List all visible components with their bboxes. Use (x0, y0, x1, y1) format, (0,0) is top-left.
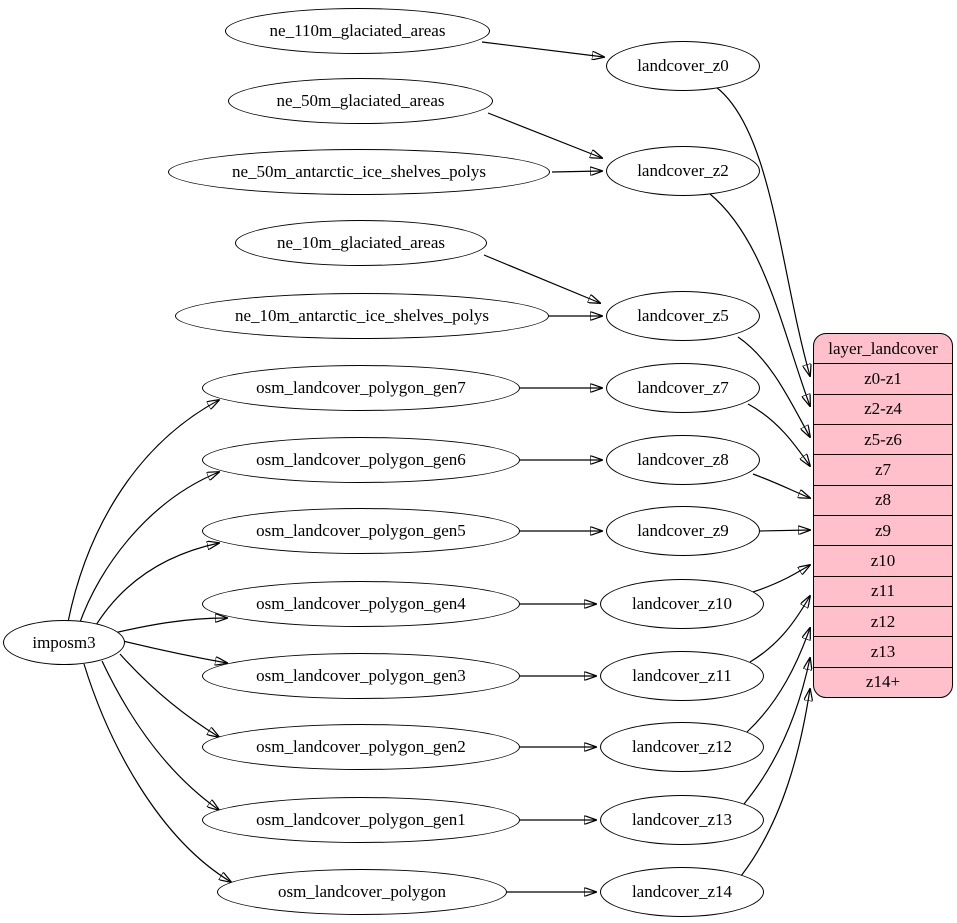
node-landcover-z11: landcover_z11 (600, 651, 764, 701)
node-landcover-z8: landcover_z8 (606, 435, 760, 485)
table-row-z2-z4: z2-z4 (814, 393, 952, 424)
node-ne-50m-antarctic-ice-shelves-polys: ne_50m_antarctic_ice_shelves_polys (168, 149, 550, 195)
table-row-z8: z8 (814, 484, 952, 515)
edge-landcover-z7-to-row-z7 (747, 403, 810, 466)
node-osm-landcover-polygon-gen6: osm_landcover_polygon_gen6 (202, 437, 520, 483)
node-landcover-z5: landcover_z5 (606, 291, 760, 341)
node-landcover-z0: landcover_z0 (606, 41, 760, 91)
edge-imposm3-to-osm-landcover-polygon-gen6 (78, 472, 219, 626)
table-row-z7: z7 (814, 454, 952, 484)
node-landcover-z14: landcover_z14 (600, 867, 764, 917)
table-row-z14plus: z14+ (814, 666, 952, 697)
node-landcover-z7: landcover_z7 (606, 363, 760, 413)
node-osm-landcover-polygon-gen1: osm_landcover_polygon_gen1 (202, 797, 520, 843)
edge-imposm3-to-osm-landcover-polygon-gen3 (122, 640, 227, 663)
edge-landcover-z14-to-row-z14plus (740, 689, 810, 877)
edge-imposm3-to-osm-landcover-polygon (83, 663, 231, 882)
node-landcover-z12: landcover_z12 (600, 722, 764, 772)
edge-landcover-z9-to-row-z9 (758, 530, 810, 531)
edge-imposm3-to-osm-landcover-polygon-gen4 (109, 618, 227, 635)
table-header: layer_landcover (828, 338, 938, 358)
table-row-z13: z13 (814, 636, 952, 666)
node-ne-110m-glaciated-areas: ne_110m_glaciated_areas (225, 8, 490, 54)
table-row-z5-z6: z5-z6 (814, 423, 952, 454)
edge-ne-50m-antarctic-ice-shelves-polys-to-landcover-z2 (551, 171, 602, 172)
layer-landcover-table: layer_landcover z0-z1 z2-z4 z5-z6 z7 z8 … (813, 333, 953, 698)
node-ne-10m-antarctic-ice-shelves-polys: ne_10m_antarctic_ice_shelves_polys (175, 293, 549, 339)
table-row-z0-z1: z0-z1 (814, 363, 952, 393)
node-landcover-z2: landcover_z2 (606, 146, 760, 196)
table-row-z9: z9 (814, 514, 952, 545)
edge-landcover-z12-to-row-z12 (746, 628, 810, 733)
edge-landcover-z11-to-row-z11 (749, 596, 810, 663)
edge-landcover-z13-to-row-z13 (743, 658, 810, 805)
edge-ne-50m-glaciated-areas-to-landcover-z2 (487, 112, 602, 158)
edge-landcover-z8-to-row-z8 (752, 473, 810, 498)
node-imposm3: imposm3 (3, 620, 125, 665)
node-ne-50m-glaciated-areas: ne_50m_glaciated_areas (228, 78, 493, 124)
node-ne-10m-glaciated-areas: ne_10m_glaciated_areas (235, 220, 487, 266)
edge-imposm3-to-osm-landcover-polygon-gen7 (67, 400, 219, 623)
node-landcover-z13: landcover_z13 (600, 795, 764, 845)
table-row-z11: z11 (814, 575, 952, 606)
node-osm-landcover-polygon: osm_landcover_polygon (217, 869, 507, 915)
edge-imposm3-to-osm-landcover-polygon-gen2 (119, 653, 219, 737)
table-row-z10: z10 (814, 545, 952, 575)
edge-landcover-z2-to-row-z2-z4 (709, 193, 810, 406)
node-osm-landcover-polygon-gen7: osm_landcover_polygon_gen7 (202, 365, 520, 411)
edge-imposm3-to-osm-landcover-polygon-gen5 (92, 543, 219, 631)
node-osm-landcover-polygon-gen4: osm_landcover_polygon_gen4 (202, 581, 520, 627)
node-osm-landcover-polygon-gen3: osm_landcover_polygon_gen3 (202, 653, 520, 699)
edge-landcover-z0-to-row-z0-z1 (715, 86, 810, 376)
edge-ne-10m-glaciated-areas-to-landcover-z5 (483, 254, 600, 303)
node-landcover-z10: landcover_z10 (600, 579, 764, 629)
node-landcover-z9: landcover_z9 (606, 506, 760, 556)
edge-landcover-z10-to-row-z10 (752, 565, 810, 593)
edge-ne-110m-glaciated-areas-to-landcover-z0 (481, 41, 604, 57)
edge-landcover-z5-to-row-z5-z6 (737, 336, 810, 437)
node-osm-landcover-polygon-gen5: osm_landcover_polygon_gen5 (202, 508, 520, 554)
node-osm-landcover-polygon-gen2: osm_landcover_polygon_gen2 (202, 724, 520, 770)
edge-imposm3-to-osm-landcover-polygon-gen1 (101, 660, 219, 810)
table-row-z12: z12 (814, 605, 952, 636)
